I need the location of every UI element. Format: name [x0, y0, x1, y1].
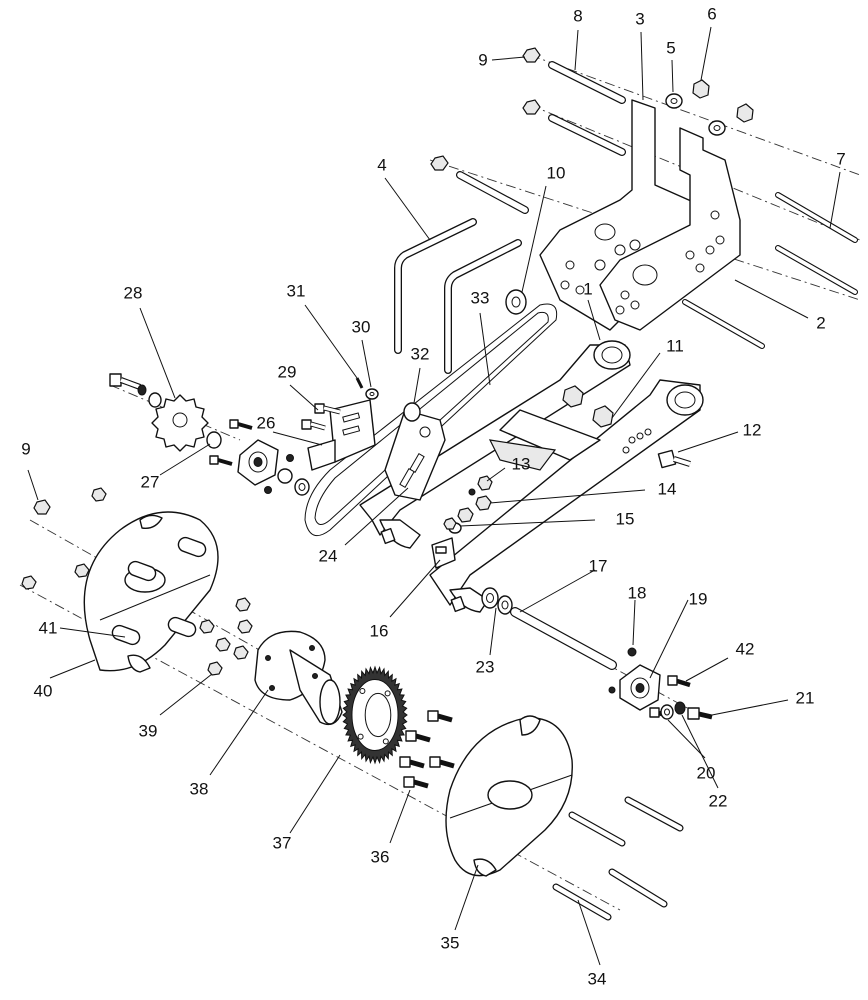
callout-2: 2 — [816, 313, 825, 332]
rod-upper-3[interactable] — [456, 171, 529, 214]
callout-9-upper: 9 — [478, 50, 487, 69]
callout-34: 34 — [588, 969, 607, 988]
callout-5: 5 — [666, 38, 675, 57]
bracket-26[interactable] — [307, 399, 376, 471]
callout-31: 31 — [287, 281, 306, 300]
callout-11: 11 — [666, 336, 684, 355]
sprocket-37[interactable] — [342, 665, 408, 765]
shaft-17[interactable] — [510, 607, 617, 670]
tensioner-arm-24[interactable] — [384, 402, 446, 501]
bolt-36[interactable] — [399, 710, 455, 789]
hub-38[interactable] — [254, 630, 343, 726]
callout-28: 28 — [124, 283, 143, 302]
nut-13[interactable] — [468, 475, 493, 496]
bolt-nut-sprocket[interactable] — [109, 373, 162, 408]
callout-30: 30 — [352, 317, 371, 336]
bent-rod-4[interactable] — [394, 218, 522, 374]
callout-35: 35 — [441, 933, 460, 952]
washer-20[interactable] — [660, 704, 674, 720]
guard-plate-40[interactable] — [83, 511, 219, 673]
callout-9-lower: 9 — [21, 439, 30, 458]
bolt-7[interactable] — [682, 192, 858, 349]
rod-upper-2[interactable] — [548, 114, 626, 156]
drive-belt-33[interactable] — [304, 303, 558, 537]
washer-23[interactable] — [481, 587, 513, 615]
callout-23: 23 — [476, 657, 495, 676]
bolt-34[interactable] — [552, 796, 684, 921]
callout-8: 8 — [573, 6, 582, 25]
nut-11[interactable] — [562, 385, 614, 428]
bolt-29[interactable] — [301, 403, 341, 431]
callout-17: 17 — [589, 556, 608, 575]
callout-29: 29 — [278, 362, 297, 381]
pin-31[interactable] — [355, 377, 364, 389]
bearing-19[interactable] — [608, 664, 661, 711]
callout-20: 20 — [697, 763, 716, 782]
callout-24: 24 — [319, 546, 338, 565]
flange-bearing[interactable] — [237, 439, 310, 496]
washer-15[interactable] — [443, 517, 462, 534]
nut-9-lower[interactable] — [21, 487, 107, 590]
callout-19: 19 — [689, 589, 708, 608]
nut-9-upper[interactable] — [430, 47, 541, 171]
bracket-16[interactable] — [431, 537, 456, 569]
callout-4: 4 — [377, 155, 386, 174]
nut-39[interactable] — [199, 597, 253, 676]
leader-lines — [27, 26, 841, 966]
callout-16: 16 — [370, 621, 389, 640]
callout-1: 1 — [583, 279, 592, 298]
callout-26: 26 — [257, 413, 276, 432]
callout-10: 10 — [547, 163, 566, 182]
callout-14: 14 — [658, 479, 677, 498]
callout-27: 27 — [141, 472, 160, 491]
bearing-27[interactable] — [206, 419, 253, 466]
callout-40: 40 — [34, 681, 53, 700]
callout-39: 39 — [139, 721, 158, 740]
sprocket-28[interactable] — [151, 394, 209, 452]
callout-33: 33 — [471, 288, 490, 307]
set-screw-18[interactable] — [627, 647, 637, 657]
washer-30[interactable] — [365, 388, 379, 400]
bolt-12[interactable] — [657, 449, 691, 469]
callout-13: 13 — [512, 454, 531, 473]
callout-41: 41 — [39, 618, 58, 637]
callout-22: 22 — [709, 791, 728, 810]
callout-labels: 1 2 3 4 5 6 7 8 9 9 10 11 12 13 14 15 16… — [21, 4, 845, 988]
callout-12: 12 — [743, 420, 762, 439]
callout-36: 36 — [371, 847, 390, 866]
callout-15: 15 — [616, 509, 635, 528]
callout-3: 3 — [635, 9, 644, 28]
callout-38: 38 — [190, 779, 209, 798]
roller-10[interactable] — [505, 289, 527, 315]
guard-plate-35[interactable] — [445, 715, 573, 877]
washer-5[interactable] — [665, 93, 726, 136]
stud-41[interactable] — [110, 536, 207, 647]
mounting-bracket-2[interactable] — [599, 127, 741, 331]
bolt-21[interactable] — [687, 707, 713, 720]
callout-32: 32 — [411, 344, 430, 363]
rod-8[interactable] — [548, 61, 626, 104]
swing-arm-1[interactable] — [359, 340, 704, 613]
nut-14[interactable] — [457, 495, 492, 523]
nut-6[interactable] — [692, 79, 754, 123]
callout-21: 21 — [796, 688, 815, 707]
callout-18: 18 — [628, 583, 647, 602]
callout-42: 42 — [736, 639, 755, 658]
washer-22[interactable] — [674, 701, 686, 715]
callout-6: 6 — [707, 4, 716, 23]
callout-37: 37 — [273, 833, 292, 852]
callout-7: 7 — [836, 149, 845, 168]
